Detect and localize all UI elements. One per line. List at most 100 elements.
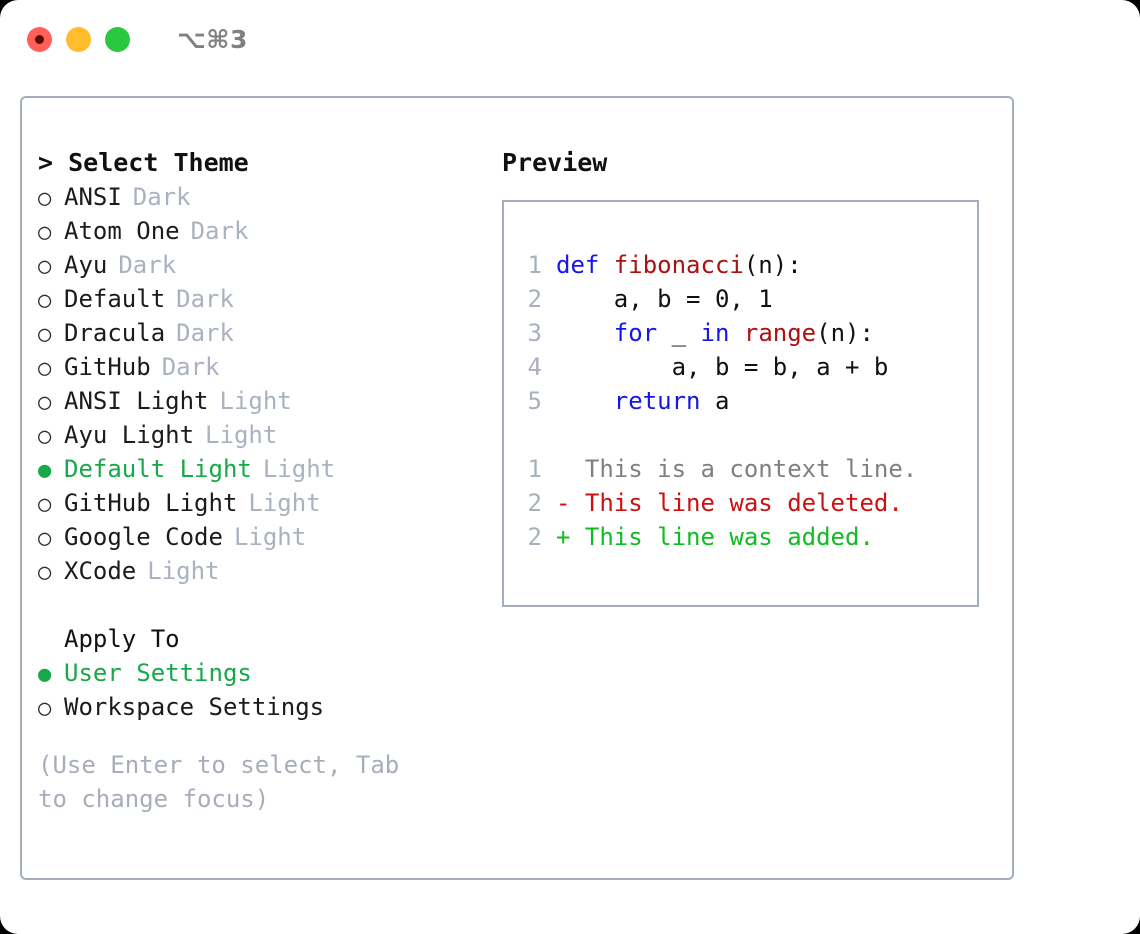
code-token-plain: a, b = 0, 1 — [556, 285, 773, 313]
code-text: a, b = b, a + b — [556, 350, 889, 384]
code-text: a, b = 0, 1 — [556, 282, 773, 316]
apply-to-label: Workspace Settings — [64, 693, 325, 721]
theme-category-label: Light — [248, 489, 321, 517]
code-token-kw: for — [613, 319, 658, 347]
theme-list-item[interactable]: ○ Dracula Dark — [38, 316, 490, 350]
radio-unselected-icon[interactable]: ○ — [38, 356, 52, 381]
radio-unselected-icon[interactable]: ○ — [38, 390, 52, 415]
line-number: 5 — [527, 387, 542, 415]
diff-sign: - — [556, 489, 571, 517]
maximize-window-button[interactable] — [105, 26, 130, 52]
diff-sign — [556, 452, 570, 486]
line-number: 2 — [527, 285, 542, 313]
code-token-plain — [556, 319, 614, 347]
theme-category-label: Dark — [176, 285, 234, 313]
radio-unselected-icon[interactable]: ○ — [38, 186, 52, 211]
code-token-plain: _ — [657, 319, 701, 347]
theme-category-label: Dark — [176, 319, 234, 347]
code-line: 3 for _ in range(n): — [514, 316, 977, 350]
line-number: 2 — [527, 523, 542, 551]
code-line: 4 a, b = b, a + b — [514, 350, 977, 384]
theme-category-label: Light — [147, 557, 220, 585]
radio-unselected-icon[interactable]: ○ — [38, 492, 52, 517]
apply-to-list[interactable]: ● User Settings ○ Workspace Settings — [38, 656, 490, 724]
theme-name: Dracula — [64, 319, 166, 347]
theme-list-item[interactable]: ○ GitHub Dark — [38, 350, 490, 384]
code-token-plain: a, b = b, a + b — [556, 353, 889, 381]
apply-to-item[interactable]: ○ Workspace Settings — [38, 690, 490, 724]
diff-text: This line was deleted. — [570, 489, 903, 517]
line-number: 2 — [527, 489, 542, 517]
theme-list-item[interactable]: ○ Default Dark — [38, 282, 490, 316]
code-text: def fibonacci(n): — [556, 248, 802, 282]
theme-list-item[interactable]: ○ Atom One Dark — [38, 214, 490, 248]
theme-name: GitHub — [64, 353, 151, 381]
line-number: 1 — [527, 455, 542, 483]
code-line: 5 return a — [514, 384, 977, 418]
theme-name: Ayu Light — [64, 421, 195, 449]
code-token-plain: a — [700, 387, 730, 415]
theme-name: Ayu — [64, 251, 108, 279]
list-spacer — [38, 588, 490, 622]
radio-selected-icon[interactable]: ● — [38, 662, 52, 687]
code-token-plain: (n): — [743, 251, 802, 279]
close-window-button[interactable] — [27, 26, 52, 52]
apply-to-label: User Settings — [64, 659, 252, 687]
radio-unselected-icon[interactable]: ○ — [38, 560, 52, 585]
title-bar: ⌥⌘3 — [0, 0, 1140, 78]
radio-unselected-icon[interactable]: ○ — [38, 696, 52, 721]
theme-category-label: Dark — [132, 183, 191, 211]
radio-unselected-icon[interactable]: ○ — [38, 254, 52, 279]
diff-text: This is a context line. — [570, 455, 918, 483]
radio-unselected-icon[interactable]: ○ — [38, 220, 52, 245]
theme-category-label: Light — [219, 387, 292, 415]
radio-selected-icon[interactable]: ● — [38, 458, 52, 483]
code-token-plain: (n): — [816, 319, 874, 347]
theme-category-label: Dark — [161, 353, 220, 381]
theme-category-label: Light — [233, 523, 307, 551]
theme-name: Google Code — [64, 523, 223, 551]
diff-line: 2+ This line was added. — [514, 520, 977, 554]
code-token-kw: in — [700, 319, 730, 347]
select-theme-header: > Select Theme — [38, 148, 249, 177]
code-token-plain — [556, 387, 614, 415]
theme-category-label: Light — [205, 421, 278, 449]
radio-unselected-icon[interactable]: ○ — [38, 526, 52, 551]
radio-unselected-icon[interactable]: ○ — [38, 288, 52, 313]
radio-unselected-icon[interactable]: ○ — [38, 424, 52, 449]
code-line: 2 a, b = 0, 1 — [514, 282, 977, 316]
keyboard-shortcut-label: ⌥⌘3 — [177, 24, 248, 54]
theme-category-label: Light — [262, 455, 336, 483]
diff-text: This line was added. — [570, 523, 874, 551]
theme-list-item[interactable]: ○ Ayu Light Light — [38, 418, 490, 452]
line-number: 4 — [527, 353, 542, 381]
theme-name: Atom One — [64, 217, 180, 245]
window-controls — [27, 26, 130, 52]
diff-line: 2- This line was deleted. — [514, 486, 977, 520]
theme-category-label: Dark — [190, 217, 249, 245]
apply-to-header: Apply To — [64, 625, 180, 653]
minimize-window-button[interactable] — [66, 26, 91, 52]
code-text: for _ in range(n): — [556, 316, 874, 350]
apply-to-item[interactable]: ● User Settings — [38, 656, 490, 690]
code-token-fn: range — [743, 319, 817, 347]
diff-line: 1 This is a context line. — [514, 452, 977, 486]
radio-unselected-icon[interactable]: ○ — [38, 322, 52, 347]
code-token-kw: return — [613, 387, 701, 415]
theme-name: Default — [64, 285, 166, 313]
code-token-fn: fibonacci — [613, 251, 744, 279]
theme-list-item[interactable]: ○ Google Code Light — [38, 520, 490, 554]
